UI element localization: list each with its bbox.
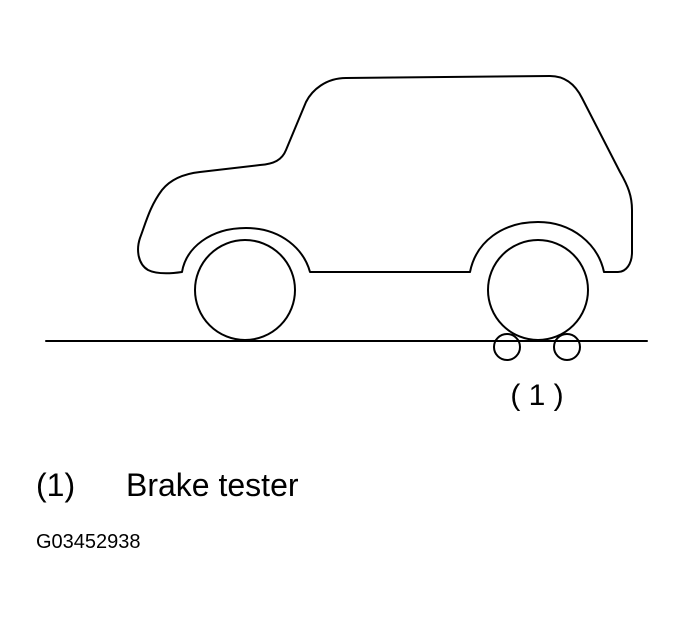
legend-label: Brake tester xyxy=(126,467,299,503)
brake-tester-roller-rear xyxy=(553,333,581,361)
vehicle-body xyxy=(137,75,633,275)
legend-item: (1) Brake tester xyxy=(36,466,299,504)
brake-tester-roller-front xyxy=(493,333,521,361)
legend-ref: (1) xyxy=(36,467,76,503)
rear-wheel xyxy=(487,239,589,341)
callout-marker: ( 1 ) xyxy=(510,379,563,412)
figure-id: G03452938 xyxy=(36,531,141,553)
legend: (1) Brake tester xyxy=(36,466,299,504)
front-wheel xyxy=(194,239,296,341)
